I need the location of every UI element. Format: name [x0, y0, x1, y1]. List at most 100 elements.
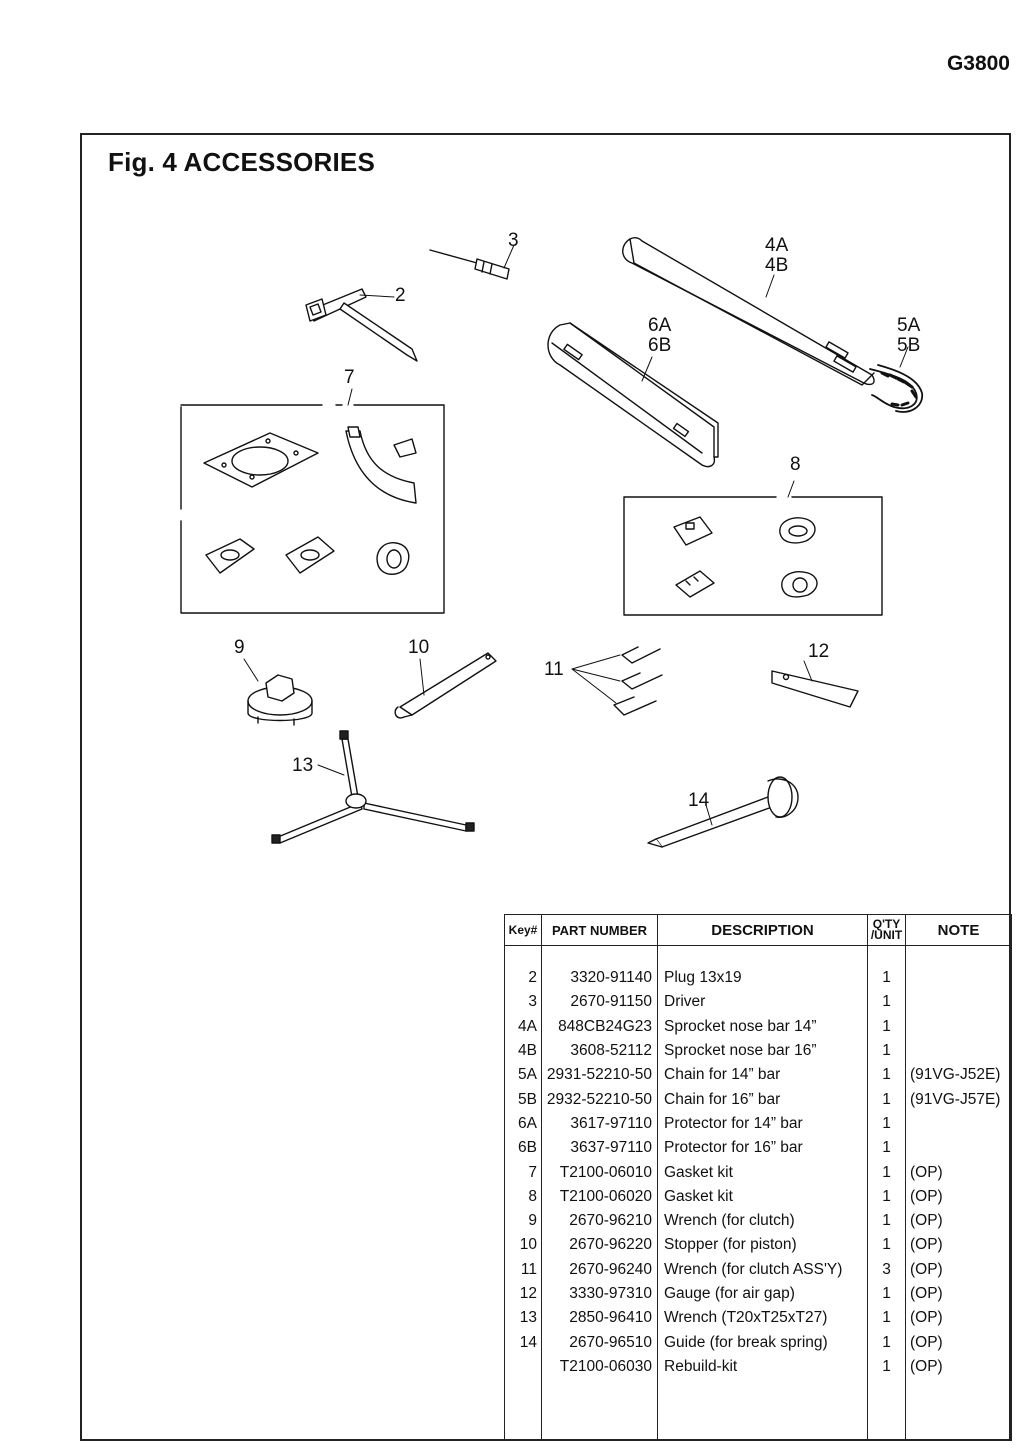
part-clutch-wrench-drawing [247, 674, 313, 726]
part-note [905, 966, 1012, 991]
part-key: 12 [504, 1281, 542, 1307]
part-qty: 1 [867, 1063, 906, 1088]
part-gasket-kit-7-drawing [179, 404, 445, 614]
header-description: DESCRIPTION [657, 914, 868, 946]
part-qty: 1 [867, 966, 906, 991]
table-spacer-row [504, 945, 1012, 966]
callout-10: 10 [408, 637, 429, 658]
part-note: (OP) [905, 1354, 1012, 1380]
part-chain-drawing [869, 364, 924, 413]
part-gasket-kit-8-drawing [623, 496, 883, 616]
part-qty: 1 [867, 1038, 906, 1064]
callout-5b: 5B [897, 335, 920, 356]
part-note: (91VG-J57E) [905, 1087, 1012, 1112]
part-note: (OP) [905, 1257, 1012, 1282]
part-key: 8 [504, 1184, 542, 1209]
part-qty: 1 [867, 1136, 906, 1161]
part-plug-spanner-drawing [305, 288, 418, 362]
part-note: (OP) [905, 1208, 1012, 1234]
empty-cell [867, 1379, 906, 1441]
callout-2: 2 [395, 285, 406, 306]
header-qty-line2: /UNIT [870, 928, 903, 942]
part-number: 3608-52112 [541, 1038, 658, 1064]
part-description: Guide (for break spring) [657, 1330, 868, 1355]
part-note [905, 1038, 1012, 1064]
part-description: Sprocket nose bar 16” [657, 1038, 868, 1064]
part-qty: 1 [867, 1014, 906, 1039]
part-air-gap-gauge-drawing [771, 670, 859, 708]
part-note: (OP) [905, 1233, 1012, 1258]
empty-cell [657, 1379, 868, 1441]
part-note [905, 990, 1012, 1015]
part-piston-stopper-drawing [394, 652, 497, 719]
callout-13: 13 [292, 755, 313, 776]
part-description: Driver [657, 990, 868, 1015]
header-part-number: PART NUMBER [541, 914, 658, 946]
part-number: T2100-06010 [541, 1160, 658, 1185]
part-number: 3330-97310 [541, 1281, 658, 1307]
callout-7: 7 [344, 367, 355, 388]
model-number: G3800 [946, 52, 1010, 75]
part-key: 9 [504, 1208, 542, 1234]
part-qty: 1 [867, 1306, 906, 1331]
part-description: Plug 13x19 [657, 966, 868, 991]
part-description: Chain for 16” bar [657, 1087, 868, 1112]
part-key: 5A [504, 1063, 542, 1088]
exploded-view-illustration: 3 2 4A 4B 5A 5B [179, 230, 924, 848]
part-number: 2670-96220 [541, 1233, 658, 1258]
part-number: 2670-96240 [541, 1257, 658, 1282]
part-key: 7 [504, 1160, 542, 1185]
callout-4b: 4B [765, 255, 788, 276]
part-key: 2 [504, 966, 542, 991]
callout-11: 11 [544, 659, 564, 680]
part-qty: 1 [867, 1208, 906, 1234]
part-qty: 1 [867, 1281, 906, 1307]
part-number: 2670-91150 [541, 990, 658, 1015]
callout-12: 12 [808, 641, 829, 662]
part-guide-bar-drawing [622, 236, 875, 386]
parts-table: Key# PART NUMBER DESCRIPTION Q'TY/UNIT N… [504, 914, 1012, 1441]
part-key: 6B [504, 1136, 542, 1161]
part-note: (91VG-J52E) [905, 1063, 1012, 1088]
part-number: 3637-97110 [541, 1136, 658, 1161]
part-key: 10 [504, 1233, 542, 1258]
table-filler-row [504, 1379, 1012, 1441]
part-torx-wrench-drawing [271, 730, 475, 844]
empty-cell [905, 1379, 1012, 1441]
part-clutch-assy-wrench-drawing [613, 646, 663, 716]
part-number: 3617-97110 [541, 1111, 658, 1137]
part-key: 5B [504, 1087, 542, 1112]
empty-cell [541, 1379, 658, 1441]
header-key: Key# [504, 914, 542, 946]
part-description: Sprocket nose bar 14” [657, 1014, 868, 1039]
callout-4a: 4A [765, 235, 789, 256]
part-qty: 3 [867, 1257, 906, 1282]
part-note: (OP) [905, 1306, 1012, 1331]
part-key: 11 [504, 1257, 542, 1282]
empty-cell [504, 1379, 542, 1441]
part-note [905, 1136, 1012, 1161]
part-number: 2931-52210-50 [541, 1063, 658, 1088]
callout-14: 14 [688, 790, 710, 811]
part-number: 3320-91140 [541, 966, 658, 991]
part-qty: 1 [867, 1160, 906, 1185]
part-description: Wrench (for clutch) [657, 1208, 868, 1234]
part-number: 2932-52210-50 [541, 1087, 658, 1112]
part-note [905, 1014, 1012, 1039]
header-qty-line1: Q'TY [872, 917, 901, 931]
part-qty: 1 [867, 1087, 906, 1112]
callout-6b: 6B [648, 335, 671, 356]
part-key: 4B [504, 1038, 542, 1064]
figure-title: Fig. 4 ACCESSORIES [108, 147, 376, 177]
figure-frame: Fig. 4 ACCESSORIES 3 2 4A 4B [80, 133, 1012, 1441]
